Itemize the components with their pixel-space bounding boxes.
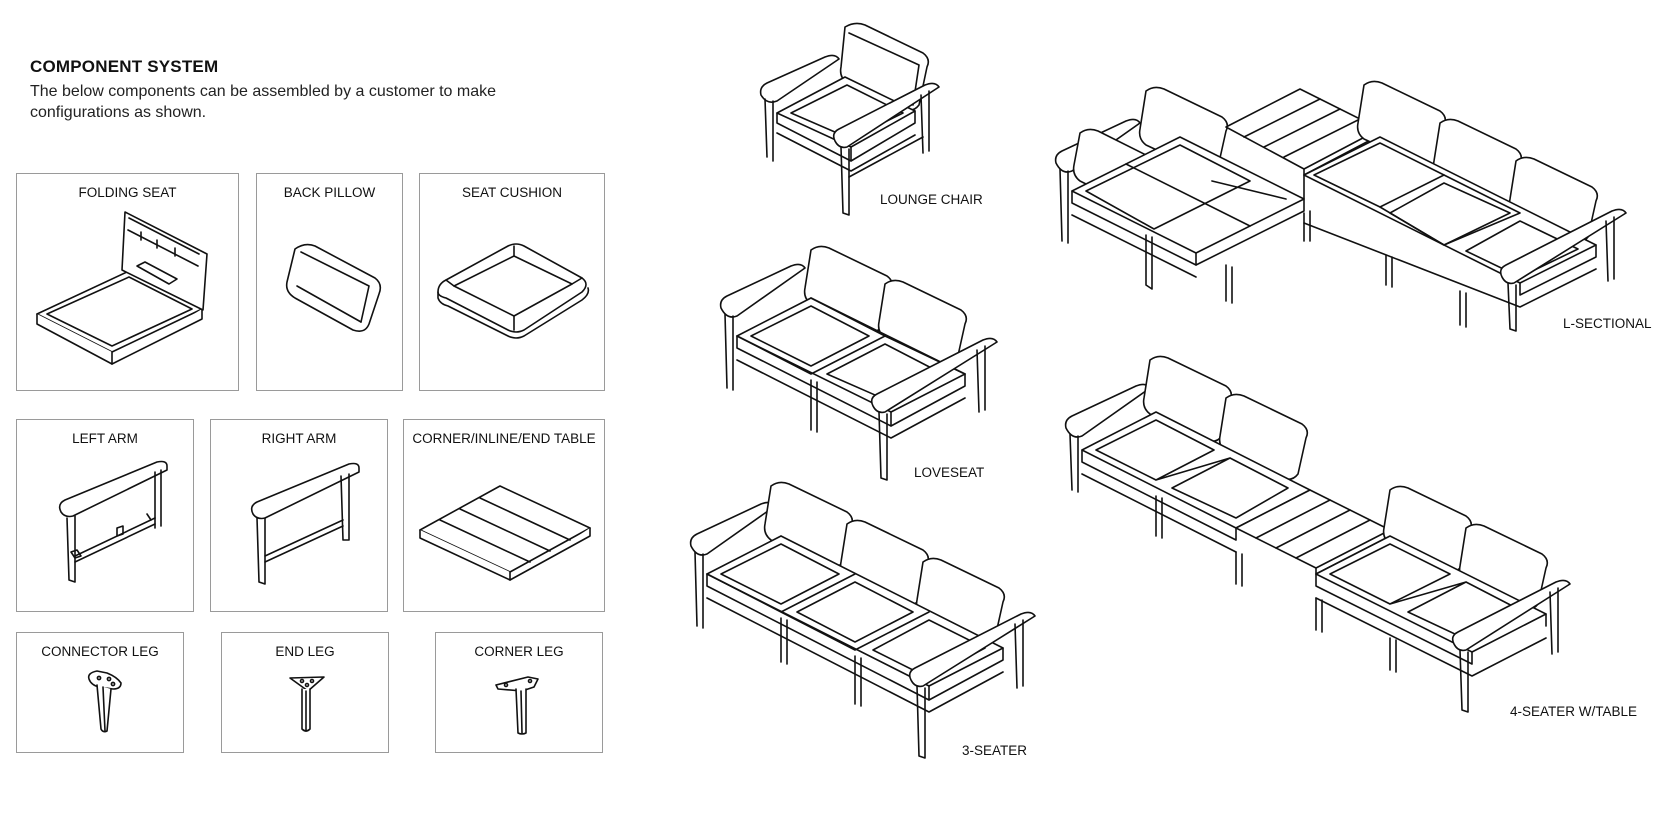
component-right-arm: RIGHT ARM xyxy=(210,419,388,612)
corner-leg-icon xyxy=(495,676,539,735)
loveseat-icon xyxy=(719,245,998,481)
config-label-four-seater-table: 4-SEATER W/TABLE xyxy=(1510,704,1638,719)
page-description: The below components can be assembled by… xyxy=(30,83,497,121)
config-label-loveseat: LOVESEAT xyxy=(914,465,985,480)
component-connector-leg: CONNECTOR LEG xyxy=(16,632,184,753)
component-folding-seat: FOLDING SEAT xyxy=(16,173,239,391)
connector-leg-icon xyxy=(87,670,122,733)
seat-cushion-icon xyxy=(437,243,590,339)
folding-seat-icon xyxy=(36,211,208,365)
l-sectional-icon xyxy=(1054,80,1627,332)
component-label: SEAT CUSHION xyxy=(461,185,563,200)
component-label: CONNECTOR LEG xyxy=(41,644,159,659)
left-arm-icon xyxy=(58,460,168,583)
component-label: RIGHT ARM xyxy=(261,431,337,446)
config-label-three-seater: 3-SEATER xyxy=(962,743,1028,758)
arm-right xyxy=(832,82,940,216)
component-label: END LEG xyxy=(275,644,335,659)
component-seat-cushion: SEAT CUSHION xyxy=(419,173,605,391)
component-label: FOLDING SEAT xyxy=(78,185,177,200)
four-seater-table-icon xyxy=(1064,355,1571,713)
component-label: BACK PILLOW xyxy=(283,185,376,200)
config-label-l-sectional: L-SECTIONAL xyxy=(1563,316,1652,331)
component-label: CORNER LEG xyxy=(474,644,564,659)
right-arm-icon xyxy=(250,462,360,585)
three-seater-icon xyxy=(689,481,1036,759)
component-end-leg: END LEG xyxy=(221,632,389,753)
arm-left xyxy=(759,54,840,162)
component-left-arm: LEFT ARM xyxy=(16,419,194,612)
back-pillow-icon xyxy=(285,243,382,332)
component-table: CORNER/INLINE/END TABLE xyxy=(403,419,605,612)
end-leg-icon xyxy=(289,676,325,732)
component-corner-leg: CORNER LEG xyxy=(435,632,603,753)
config-label-lounge-chair: LOUNGE CHAIR xyxy=(880,192,983,207)
component-label: LEFT ARM xyxy=(72,431,138,446)
lounge-chair-icon xyxy=(759,22,940,216)
component-label: CORNER/INLINE/END TABLE xyxy=(412,431,596,446)
table-icon xyxy=(419,485,591,581)
component-back-pillow: BACK PILLOW xyxy=(256,173,403,391)
seat xyxy=(776,76,916,172)
page-title: COMPONENT SYSTEM xyxy=(30,57,219,76)
